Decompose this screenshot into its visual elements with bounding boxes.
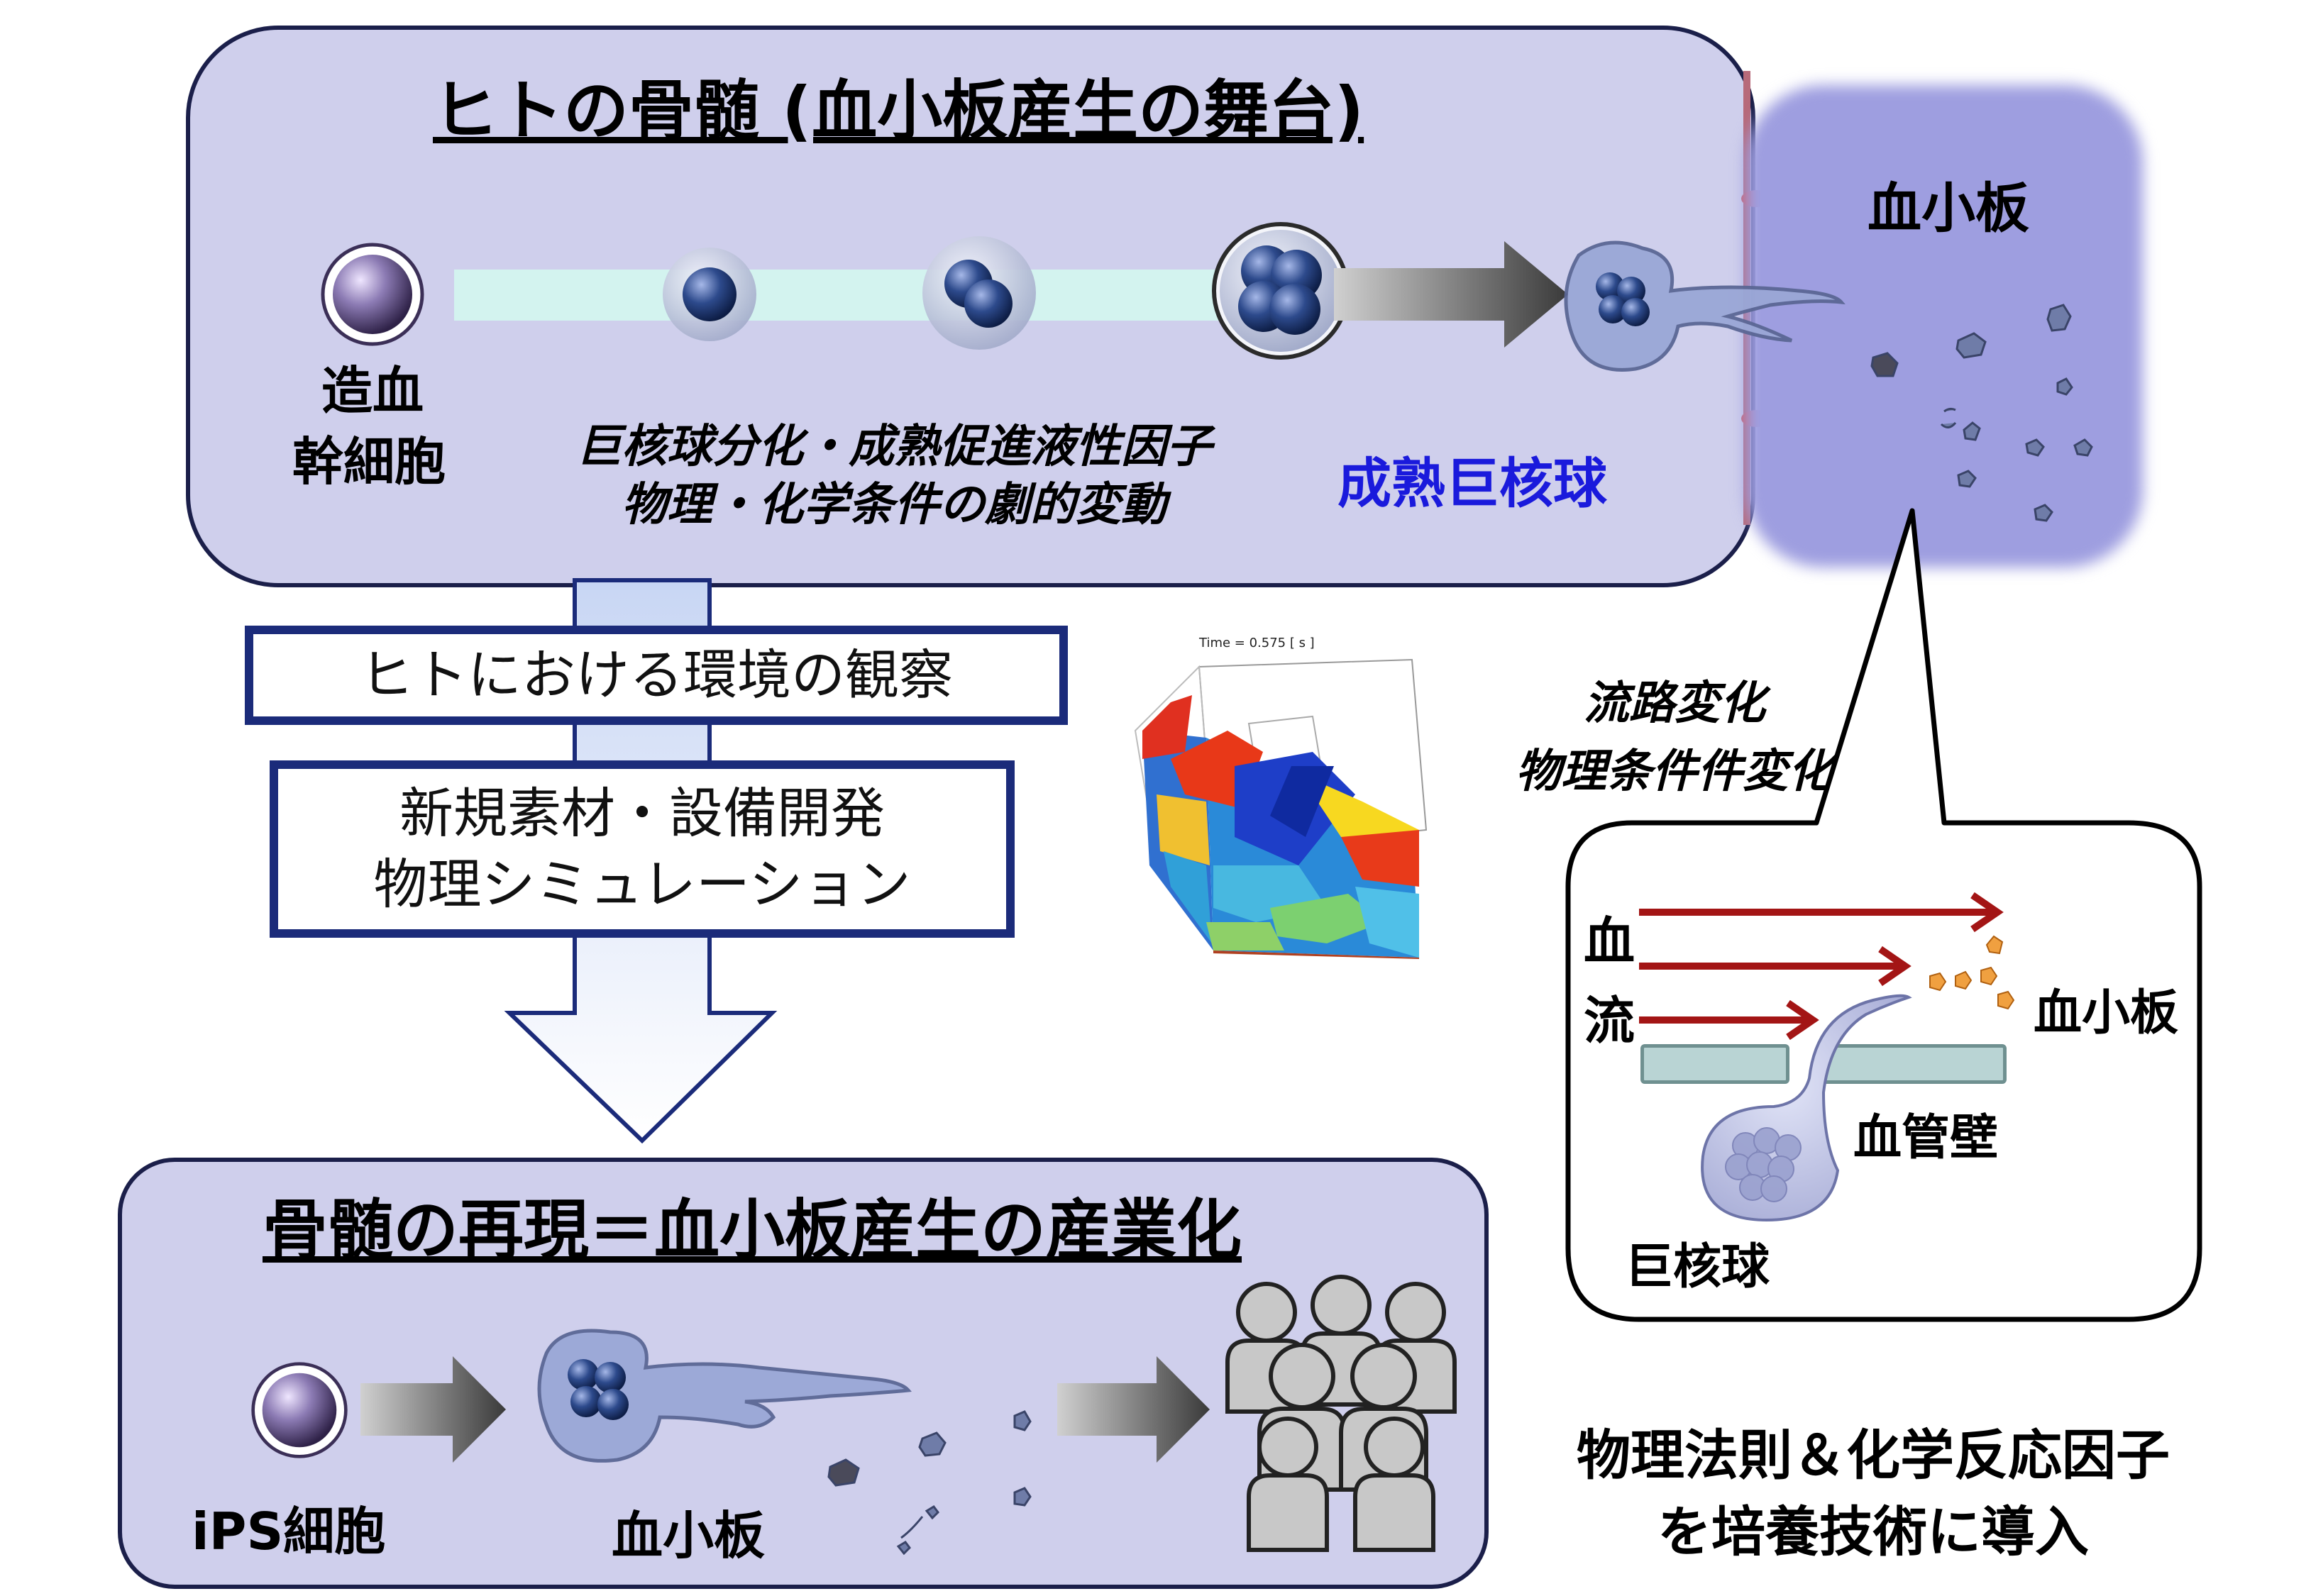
factor-line-1: 巨核球分化・成熟促進液性因子: [576, 421, 1212, 473]
megakaryocyte-cell: [1212, 222, 1350, 360]
simulation-time-label: Time = 0.575 [ s ]: [1199, 636, 1315, 650]
bone-marrow-title: ヒトの骨髄 (血小板産生の舞台): [433, 73, 1364, 149]
ips-cell-label: iPS細胞: [192, 1502, 386, 1561]
observation-box: ヒトにおける環境の観察: [245, 626, 1068, 725]
ips-to-platelet-arrow: [360, 1356, 506, 1463]
bottom-megakaryocyte-icon: [537, 1329, 1032, 1556]
vessel-wall-label: 血管壁: [1853, 1110, 1999, 1166]
maturation-arrow: [1334, 241, 1568, 348]
platelet-scatter: [1870, 304, 2093, 522]
industrialization-title: 骨髄の再現＝血小板産生の産業化: [263, 1192, 1242, 1268]
callout-platelet-label: 血小板: [2034, 985, 2179, 1041]
stem-cell-label-1: 造血: [321, 361, 424, 421]
callout-megakaryocyte-label: 巨核球: [1625, 1239, 1770, 1295]
simulation-render: [1134, 658, 1428, 959]
stem-cell-icon: [321, 243, 424, 346]
blood-area-label: 血小板: [1868, 177, 2029, 240]
observation-text: ヒトにおける環境の観察: [360, 643, 953, 706]
vessel-wall-left: [1640, 1044, 1789, 1084]
blood-flow-label-2: 流: [1584, 991, 1635, 1051]
mature-megakaryocyte-icon: [1564, 240, 1846, 372]
differentiation-band: [454, 270, 1235, 321]
blood-flow-label-1: 血: [1584, 911, 1635, 971]
footer-line-1: 物理法則＆化学反応因子: [1577, 1424, 2170, 1487]
blood-area: [1745, 85, 2143, 567]
flow-change-1: 流路変化: [1584, 677, 1765, 730]
platelet-to-people-arrow: [1057, 1356, 1210, 1463]
development-box: 新規素材・設備開発 物理シミュレーション: [270, 760, 1015, 938]
ips-cell-icon: [251, 1362, 348, 1458]
orange-platelets: [1929, 935, 2015, 1010]
mature-megakaryocyte-label: 成熟巨核球: [1337, 452, 1607, 515]
bottom-platelet-label: 血小板: [612, 1506, 766, 1565]
development-text-2: 物理シミュレーション: [373, 853, 911, 916]
callout-megakaryocyte-icon: [1701, 994, 1912, 1222]
blood-flow-arrows: [1639, 892, 2004, 1041]
flow-change-2: 物理条件件変化: [1516, 746, 1833, 798]
development-text-1: 新規素材・設備開発: [399, 782, 885, 845]
people-group-icon: [1225, 1275, 1457, 1552]
factor-line-2: 物理・化学条件の劇的変動: [622, 479, 1166, 531]
stem-cell-label-2: 幹細胞: [292, 432, 446, 492]
footer-line-2: を培養技術に導入: [1657, 1500, 2089, 1563]
progenitor-cell-2: [922, 236, 1036, 350]
progenitor-cell-1: [663, 248, 756, 341]
